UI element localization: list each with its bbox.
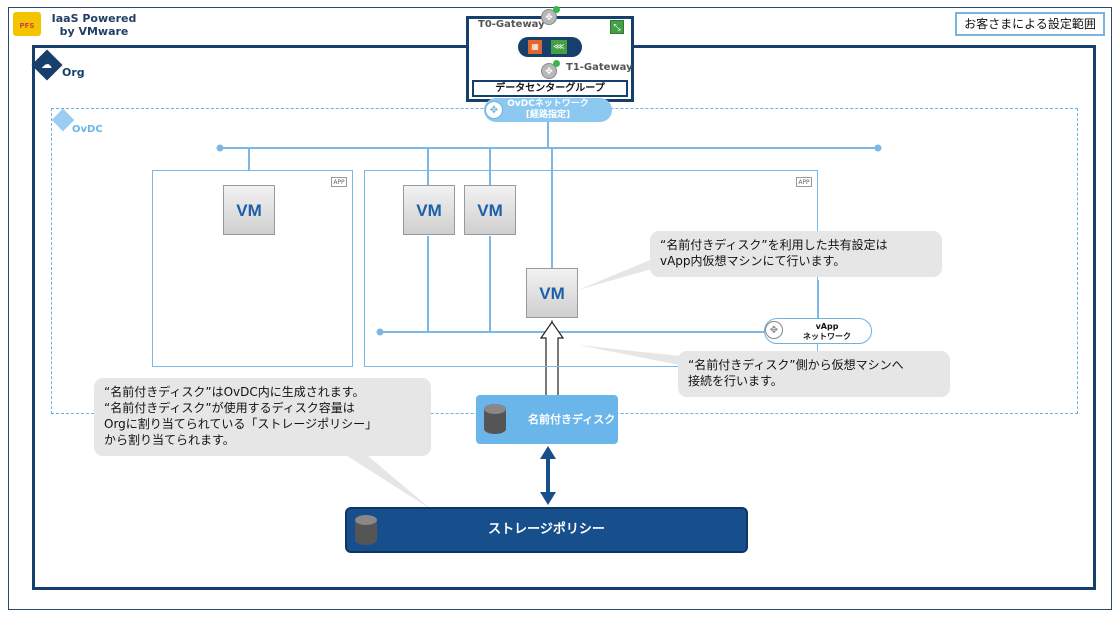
t0-status-icon [553,6,560,13]
vm-left: VM [223,185,275,235]
edge-gateway-icon: ⤡ [610,20,624,34]
ovdc-network: OvDCネットワーク [経路指定] [484,98,612,122]
datacenter-group-label: データセンターグループ [472,80,628,97]
bubble-share-line1: “名前付きディスク”を利用した共有設定は [660,238,888,252]
bubble-tail-org [330,445,432,510]
disk-storage-arrow [540,446,556,505]
ovdc-network-line2: [経路指定] [525,110,571,120]
outer-frame [8,7,1112,610]
vapp-network-line1: vApp [815,322,839,331]
app-badge-left: APP [331,177,347,187]
bubble-connect-line2: 接続を行います。 [688,374,783,388]
load-balancer-icon: ⋘ [551,40,567,54]
vapp-network-line2: ネットワーク [803,332,851,341]
t0-router-icon: ✥ [541,9,557,25]
vm-shared-disk: VM [526,268,578,318]
logo-text: IaaS Powered by VMware [46,12,142,38]
t1-gateway-label: T1-Gateway [566,62,633,73]
logo-line2: by VMware [59,25,129,38]
bubble-connect: “名前付きディスク”側から仮想マシンへ 接続を行います。 [678,351,950,397]
ovdc-network-router-icon: ✥ [485,101,503,119]
bus-end-right [874,144,882,152]
bubble-org-line4: から割り当てられます。 [104,433,235,447]
bubble-org-line3: Orgに割り当てられている「ストレージポリシー」 [104,417,378,431]
storage-policy: ストレージポリシー [345,507,748,553]
storage-policy-icon [355,515,377,545]
vm-right-2: VM [464,185,516,235]
vapp-network-router-icon: ✥ [765,321,783,339]
logo-badge: PFS [13,12,41,36]
vm-right-1: VM [403,185,455,235]
logo-line1: IaaS Powered [51,12,137,25]
scope-label: お客さまによる設定範囲 [955,12,1105,36]
bubble-tail-share [578,258,655,290]
org-cloud-icon: ☁ [41,58,52,71]
bubble-connect-line1: “名前付きディスク”側から仮想マシンへ [688,358,904,372]
org-label: Org [62,66,85,79]
bubble-share-line2: vApp内仮想マシンにて行います。 [660,254,846,268]
app-badge-right: APP [796,177,812,187]
t0-gateway-label: T0-Gateway [478,19,545,30]
t1-router-icon: ✥ [541,63,557,79]
firewall-icon: ▦ [528,40,542,54]
bubble-share: “名前付きディスク”を利用した共有設定は vApp内仮想マシンにて行います。 [650,231,942,277]
bubble-tail-connect [578,345,690,367]
bubble-org: “名前付きディスク”はOvDC内に生成されます。 “名前付きディスク”が使用する… [94,378,431,456]
vapp-bus-end [376,328,384,336]
bubble-org-line1: “名前付きディスク”はOvDC内に生成されます。 [104,385,365,399]
bus-end-left [216,144,224,152]
named-disk-icon [484,404,506,434]
ovdc-network-line1: OvDCネットワーク [507,99,589,109]
bubble-org-line2: “名前付きディスク”が使用するディスク容量は [104,401,355,415]
ovdc-label: OvDC [72,124,103,135]
t1-status-icon [553,60,560,67]
